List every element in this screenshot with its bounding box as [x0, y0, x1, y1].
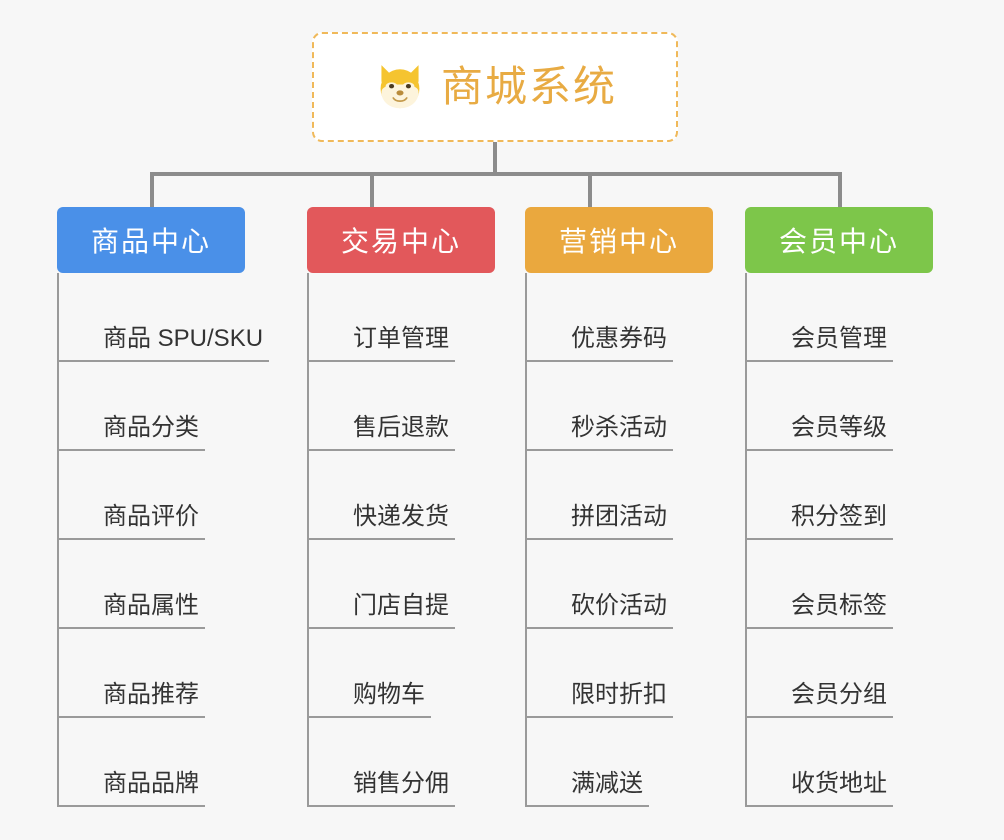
list-item[interactable]: 商品分类 [59, 362, 279, 451]
list-item[interactable]: 商品评价 [59, 451, 279, 540]
list-item[interactable]: 快递发货 [309, 451, 529, 540]
list-item[interactable]: 会员标签 [747, 540, 967, 629]
category-header-1[interactable]: 商品中心 [57, 207, 245, 273]
leaf-list-3: 优惠券码 秒杀活动 拼团活动 砍价活动 限时折扣 满减送 [525, 273, 747, 807]
leaf-label: 砍价活动 [527, 592, 673, 629]
list-item[interactable]: 销售分佣 [309, 718, 529, 807]
leaf-list-1: 商品 SPU/SKU 商品分类 商品评价 商品属性 商品推荐 商品品牌 [57, 273, 279, 807]
category-header-3-label: 营销中心 [558, 226, 679, 257]
leaf-label: 收货地址 [747, 770, 893, 807]
leaf-label: 拼团活动 [527, 503, 673, 540]
leaf-label: 秒杀活动 [527, 414, 673, 451]
connector-drop-4 [838, 172, 842, 208]
list-item[interactable]: 满减送 [527, 718, 747, 807]
branch-column-1: 商品中心 商品 SPU/SKU 商品分类 商品评价 商品属性 商品推荐 商品品牌 [57, 207, 279, 807]
shiba-dog-icon [373, 60, 427, 114]
leaf-list-4: 会员管理 会员等级 积分签到 会员标签 会员分组 收货地址 [745, 273, 967, 807]
list-item[interactable]: 门店自提 [309, 540, 529, 629]
connector-root-stem [493, 142, 497, 174]
list-item[interactable]: 积分签到 [747, 451, 967, 540]
list-item[interactable]: 拼团活动 [527, 451, 747, 540]
list-item[interactable]: 订单管理 [309, 273, 529, 362]
list-item[interactable]: 限时折扣 [527, 629, 747, 718]
list-item[interactable]: 优惠券码 [527, 273, 747, 362]
root-node[interactable]: 商城系统 [312, 32, 678, 142]
leaf-label: 快递发货 [309, 503, 455, 540]
list-item[interactable]: 会员分组 [747, 629, 967, 718]
branch-column-4: 会员中心 会员管理 会员等级 积分签到 会员标签 会员分组 收货地址 [745, 207, 967, 807]
leaf-label: 商品 SPU/SKU [59, 325, 270, 362]
leaf-label: 商品分类 [59, 414, 205, 451]
list-item[interactable]: 商品品牌 [59, 718, 279, 807]
leaf-label: 商品评价 [59, 503, 205, 540]
leaf-label: 优惠券码 [527, 325, 673, 362]
list-item[interactable]: 商品属性 [59, 540, 279, 629]
leaf-label: 会员管理 [747, 325, 893, 362]
leaf-label: 限时折扣 [527, 681, 673, 718]
list-item[interactable]: 商品 SPU/SKU [59, 273, 279, 362]
category-header-2[interactable]: 交易中心 [307, 207, 495, 273]
list-item[interactable]: 会员等级 [747, 362, 967, 451]
leaf-label: 订单管理 [309, 325, 455, 362]
list-item[interactable]: 砍价活动 [527, 540, 747, 629]
connector-drop-1 [150, 172, 154, 208]
branch-column-3: 营销中心 优惠券码 秒杀活动 拼团活动 砍价活动 限时折扣 满减送 [525, 207, 747, 807]
leaf-label: 商品品牌 [59, 770, 205, 807]
leaf-label: 商品属性 [59, 592, 205, 629]
category-header-1-label: 商品中心 [90, 226, 211, 257]
leaf-label: 会员等级 [747, 414, 893, 451]
leaf-label: 满减送 [527, 770, 649, 807]
leaf-label: 销售分佣 [309, 770, 455, 807]
root-title: 商城系统 [440, 63, 617, 110]
list-item[interactable]: 商品推荐 [59, 629, 279, 718]
list-item[interactable]: 售后退款 [309, 362, 529, 451]
list-item[interactable]: 收货地址 [747, 718, 967, 807]
connector-horizontal-bus [150, 172, 842, 176]
list-item[interactable]: 会员管理 [747, 273, 967, 362]
category-header-2-label: 交易中心 [340, 226, 461, 257]
leaf-label: 门店自提 [309, 592, 455, 629]
list-item[interactable]: 秒杀活动 [527, 362, 747, 451]
leaf-label: 会员分组 [747, 681, 893, 718]
branch-column-2: 交易中心 订单管理 售后退款 快递发货 门店自提 购物车 销售分佣 [307, 207, 529, 807]
leaf-label: 购物车 [309, 681, 431, 718]
leaf-label: 会员标签 [747, 592, 893, 629]
connector-drop-2 [370, 172, 374, 208]
leaf-list-2: 订单管理 售后退款 快递发货 门店自提 购物车 销售分佣 [307, 273, 529, 807]
list-item[interactable]: 购物车 [309, 629, 529, 718]
leaf-label: 积分签到 [747, 503, 893, 540]
category-header-4[interactable]: 会员中心 [745, 207, 933, 273]
category-header-3[interactable]: 营销中心 [525, 207, 713, 273]
leaf-label: 售后退款 [309, 414, 455, 451]
connector-drop-3 [588, 172, 592, 208]
category-header-4-label: 会员中心 [778, 226, 899, 257]
leaf-label: 商品推荐 [59, 681, 205, 718]
